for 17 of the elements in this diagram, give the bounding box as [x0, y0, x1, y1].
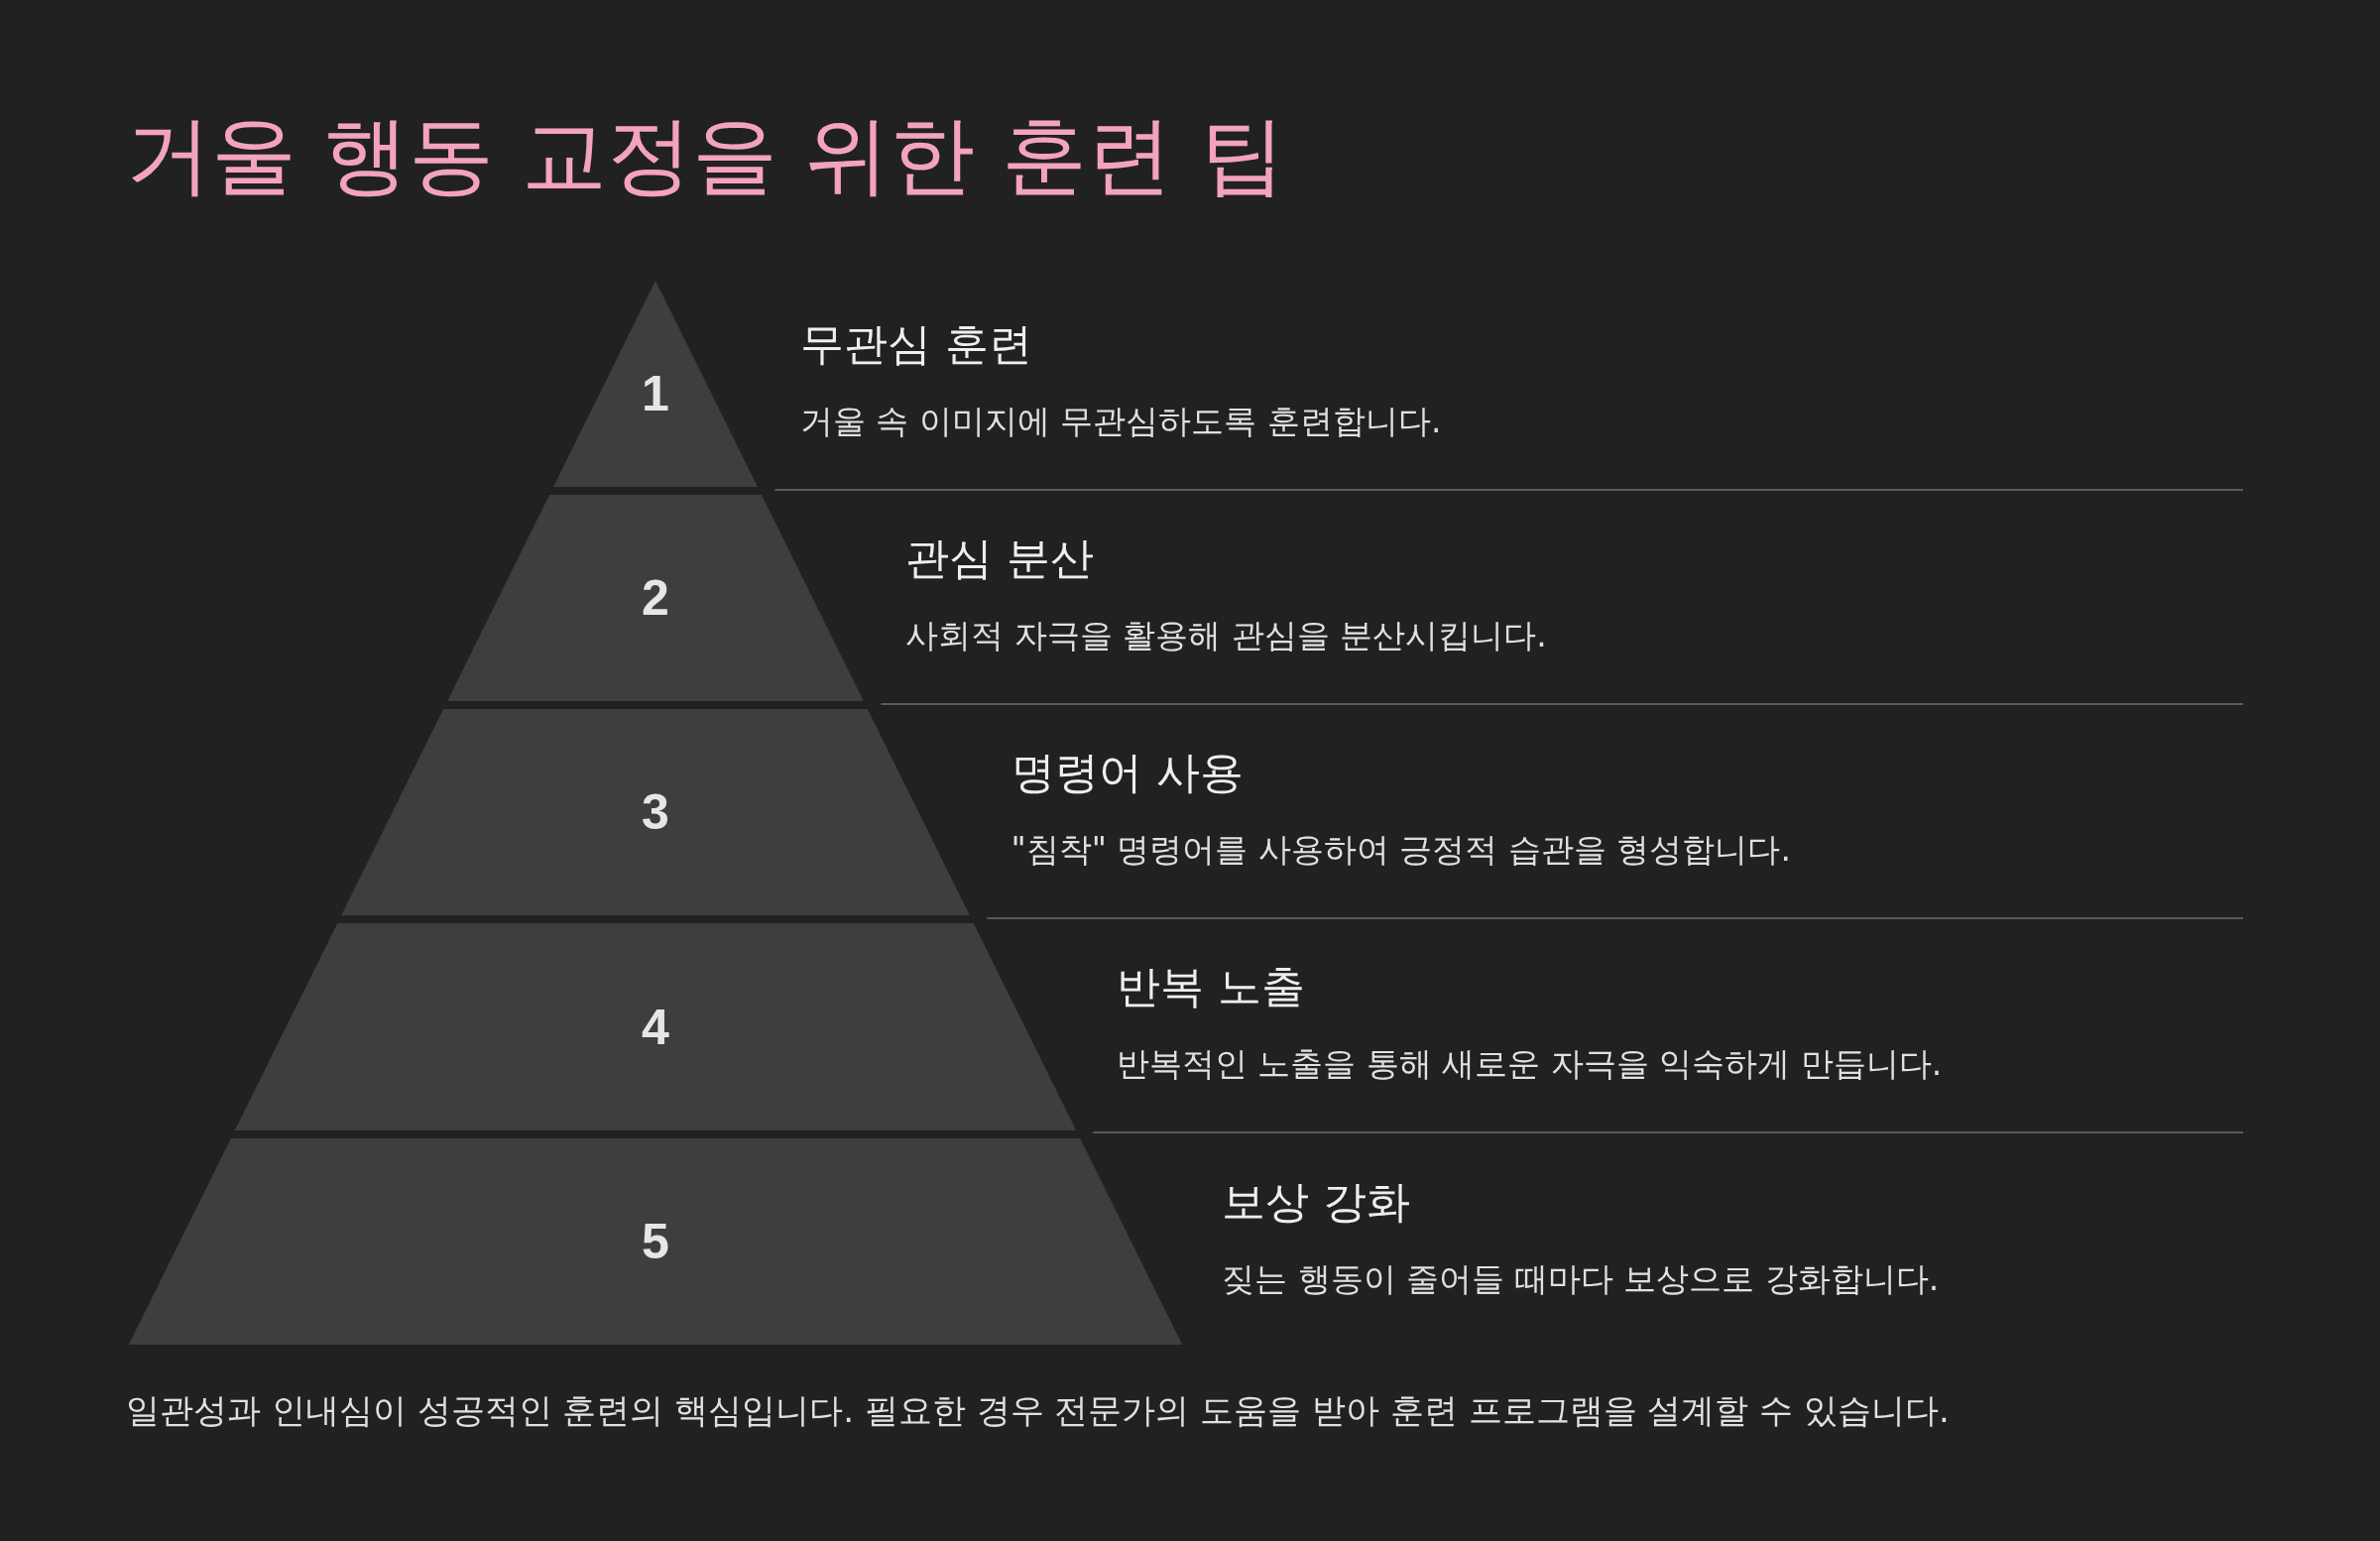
step-number: 2: [642, 573, 669, 623]
step-description: 거울 속 이미지에 무관심하도록 훈련합니다.: [800, 402, 1442, 441]
step-heading: 명령어 사용: [1011, 747, 1244, 799]
caption: 일관성과 인내심이 성공적인 훈련의 핵심입니다. 필요한 경우 전문가의 도움을 받아 훈련 프로그램을 설계할 수 있습니다.: [126, 1389, 1950, 1432]
step-heading: 반복 노출: [1116, 961, 1305, 1013]
step-description: 반복적인 노출을 통해 새로운 자극을 익숙하게 만듭니다.: [1116, 1044, 1943, 1084]
step-heading: 관심 분산: [905, 533, 1095, 585]
step-number: 4: [642, 1002, 669, 1052]
step-heading: 무관심 훈련: [800, 318, 1032, 371]
step-description: "침착" 명령어를 사용하여 긍정적 습관을 형성합니다.: [1011, 830, 1791, 870]
step-heading: 보상 강화: [1222, 1176, 1411, 1229]
step-number: 5: [642, 1217, 669, 1266]
step-description: 짖는 행동이 줄어들 때마다 보상으로 강화합니다.: [1222, 1259, 1940, 1299]
step-number: 1: [642, 369, 669, 418]
title: 거울 행동 교정을 위한 훈련 팁: [126, 104, 1285, 206]
step-description: 사회적 자극을 활용해 관심을 분산시킵니다.: [905, 616, 1547, 655]
step-number: 3: [642, 787, 669, 837]
